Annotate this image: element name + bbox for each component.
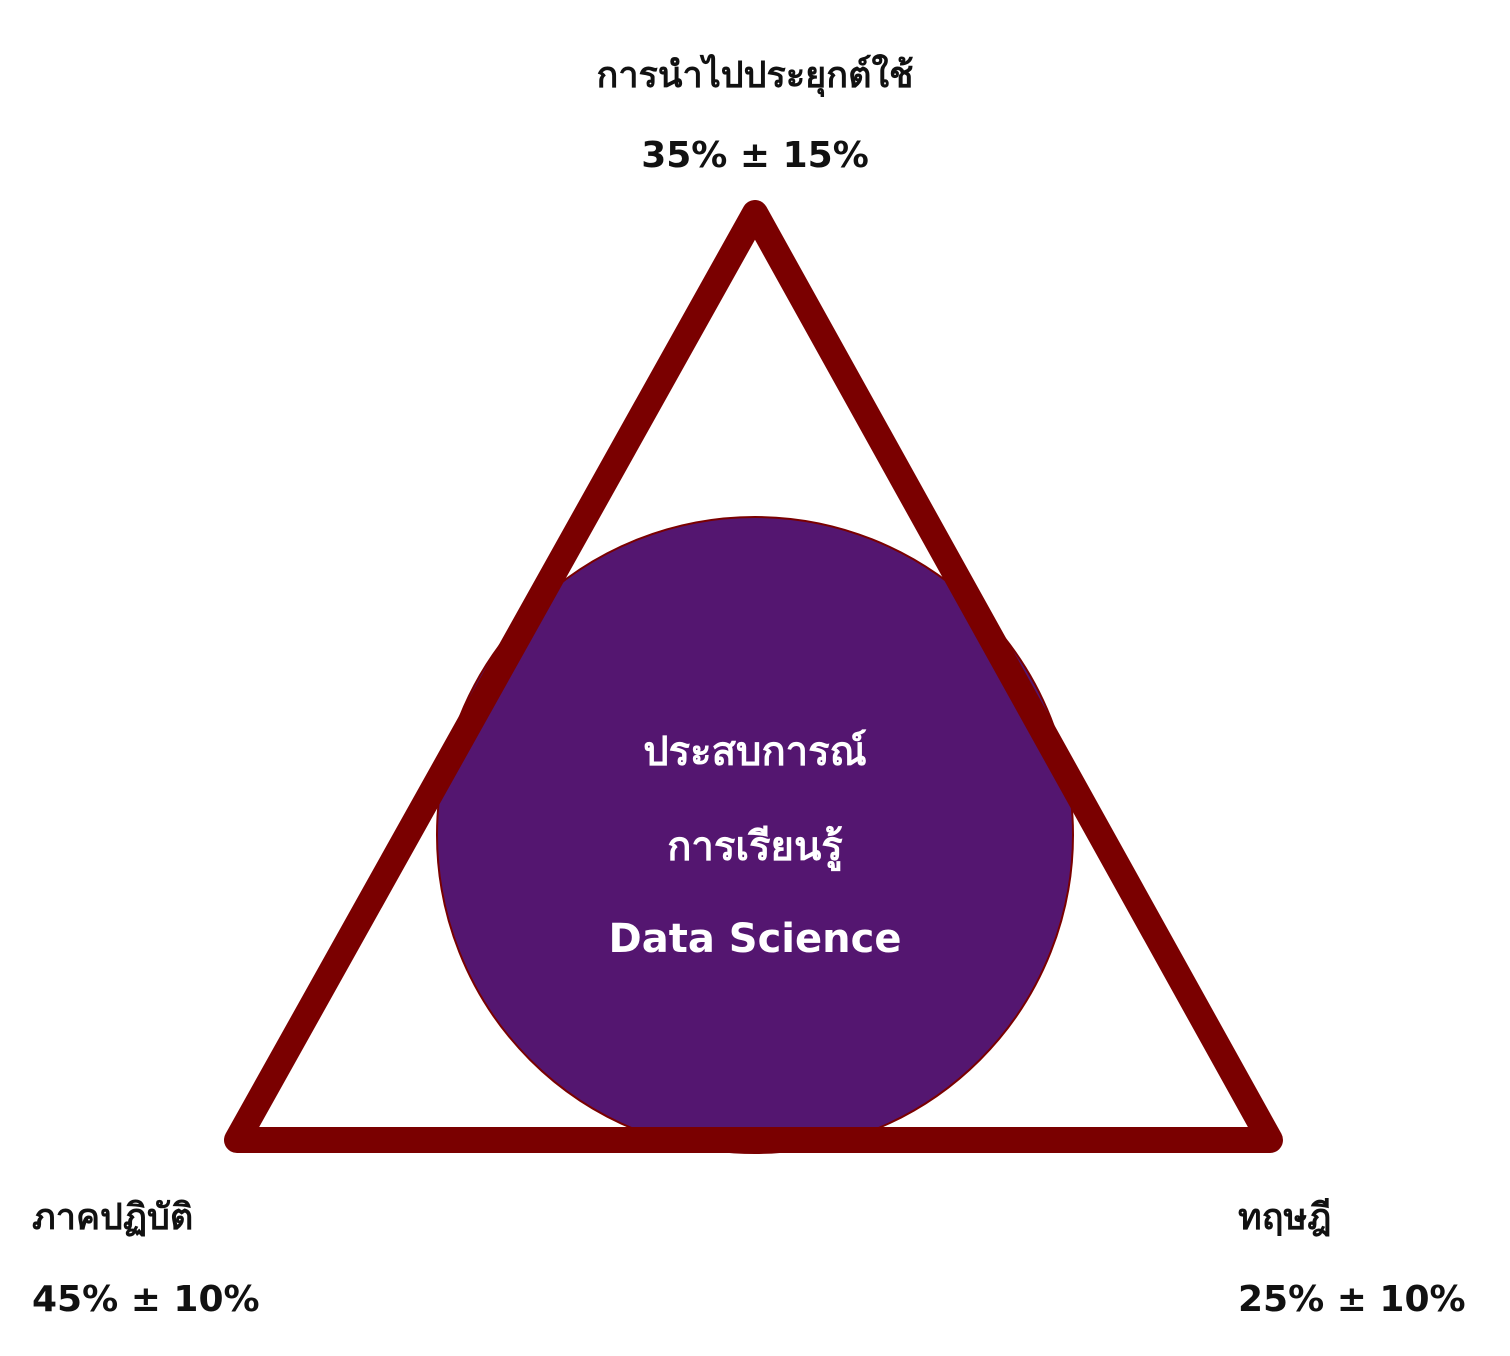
center-text-line1: ประสบการณ์: [643, 729, 866, 775]
top-vertex-value: 35% ± 15%: [641, 135, 869, 176]
triangle-outline: [224, 200, 1283, 1153]
bottom-right-vertex-label: ทฤษฎี: [1238, 1197, 1332, 1238]
bottom-right-vertex-value: 25% ± 10%: [1238, 1279, 1466, 1320]
center-text-line2: การเรียนรู้: [667, 824, 843, 871]
bottom-left-vertex-value: 45% ± 10%: [32, 1279, 260, 1320]
top-vertex-label: การนำไปประยุกต์ใช้: [596, 55, 914, 96]
bottom-left-vertex-label: ภาคปฏิบัติ: [32, 1197, 194, 1238]
center-text-line3: Data Science: [609, 916, 902, 962]
